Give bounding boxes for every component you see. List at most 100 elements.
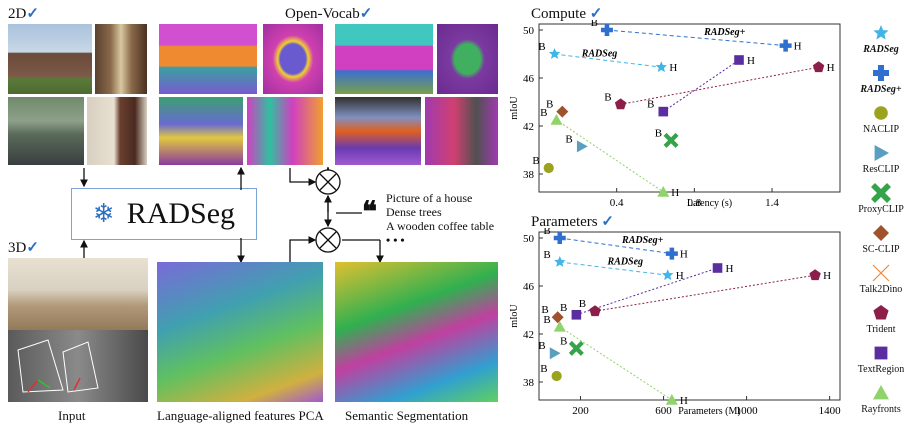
quote-icon: ❝ [362,195,378,228]
caption-seg: Semantic Segmentation [345,408,469,423]
point-label: B [538,340,545,352]
query-1: Picture of a house [386,191,473,205]
point-label: B [540,363,547,375]
y-tick-label: 42 [523,121,534,133]
point-rayfronts [665,394,678,405]
legend-shape [871,183,891,203]
legend-label: Talk2Dino [859,284,903,295]
point-trident [812,61,825,73]
legend-label: ResCLIP [862,164,900,175]
y-tick-label: 38 [523,169,535,181]
point-label: B [543,314,550,326]
point-radseg- [779,39,792,52]
x-tick-label: 1.4 [765,197,779,209]
legend-shape [874,106,888,120]
legend-shape [874,346,888,360]
point-label: B [560,335,567,347]
series-line-radseg- [606,29,786,47]
point-label: B [604,91,611,103]
photo-house [8,24,92,94]
point-label: B [591,20,598,29]
legend-marker-textregion [874,346,888,360]
legend-marker-talk2dino [872,264,890,282]
chart-compute: 38 42 46 50 0.4 0.8 1.4 mIoU Latency (s) B H B H B H B H… [509,20,841,209]
point-label: H [680,395,688,407]
point-radseg [662,269,674,281]
point-radseg [554,256,566,267]
y-tick-label: 50 [523,233,535,245]
point-trident [614,98,627,110]
legend-marker-sc-clip [873,225,889,241]
y-tick-label: 46 [523,73,535,85]
photo-person [87,97,147,165]
point-label: H [669,62,677,74]
flow-arrows [80,166,384,264]
series-line-rayfronts [559,326,673,401]
seg-street-b [335,97,421,165]
point-textregion [734,55,744,65]
x-tick-label: 0.8 [687,197,701,209]
point-sc-clip [556,105,569,118]
chart-compute-title: Compute ✓ [531,6,603,22]
caption-input: Input [58,408,86,423]
query-list: Picture of a house Dense trees A wooden … [386,191,494,247]
point-label: B [540,107,547,119]
legend-label: NACLIP [862,124,900,135]
y-axis-label: mIoU [509,304,520,328]
legend-marker-rayfronts [873,385,889,400]
y-tick-label: 42 [523,329,534,341]
label-3d: 3D✓ [8,240,39,256]
legend-label: TextRegion [857,364,905,375]
point-textregion [571,310,582,320]
series-annotation: RADSeg+ [703,27,746,38]
x-tick-label: 1000 [736,405,759,417]
point-label: B [541,304,548,316]
point-label: B [579,298,586,310]
point-sc-clip [551,311,564,324]
series-line-trident [594,274,816,312]
x-tick-label: 1400 [819,405,842,417]
point-radseg- [553,232,566,244]
radseg-title: RADSeg [126,197,236,230]
legend-label: RADSeg [863,44,899,55]
point-label: B [546,99,553,111]
legend-shape [873,25,889,40]
legend-marker-proxyclip [871,183,891,203]
point-rayfronts [657,186,670,197]
x-axis-label: Latency (s) [687,198,732,209]
photo-street [8,97,84,165]
query-more: • • • [386,233,405,247]
point-label: H [747,55,755,67]
point-resclip [549,347,561,360]
point-resclip [576,140,588,153]
legend-shape [873,225,889,241]
series-annotation: RADSeg [581,48,618,59]
seg-house [159,24,257,94]
seg-person-b [425,97,498,165]
point-trident [589,305,601,317]
x-axis-label: Parameters (M) [678,406,740,417]
legend-marker-resclip [874,145,889,161]
photo-doorway [95,24,147,94]
y-tick-label: 50 [523,25,535,37]
legend-label: ProxyCLIP [858,204,904,215]
series-line-trident [620,66,819,105]
label-open-vocab: Open-Vocab✓ [285,6,373,22]
point-radseg [548,48,561,59]
seg-person [247,97,323,165]
point-label: H [671,187,679,199]
point-label: H [676,270,684,282]
x-tick-label: 200 [572,405,589,417]
x-tick-label: 0.4 [610,197,624,209]
point-label: B [647,99,654,111]
y-tick-label: 46 [523,281,535,293]
series-line-textregion [663,59,740,113]
point-label: B [543,249,550,261]
y-axis-label: mIoU [509,96,520,120]
series-annotation: RADSeg [607,256,644,267]
chart-params-title: Parameters ✓ [531,214,614,230]
point-proxyclip [663,132,679,148]
point-label: H [794,41,802,53]
